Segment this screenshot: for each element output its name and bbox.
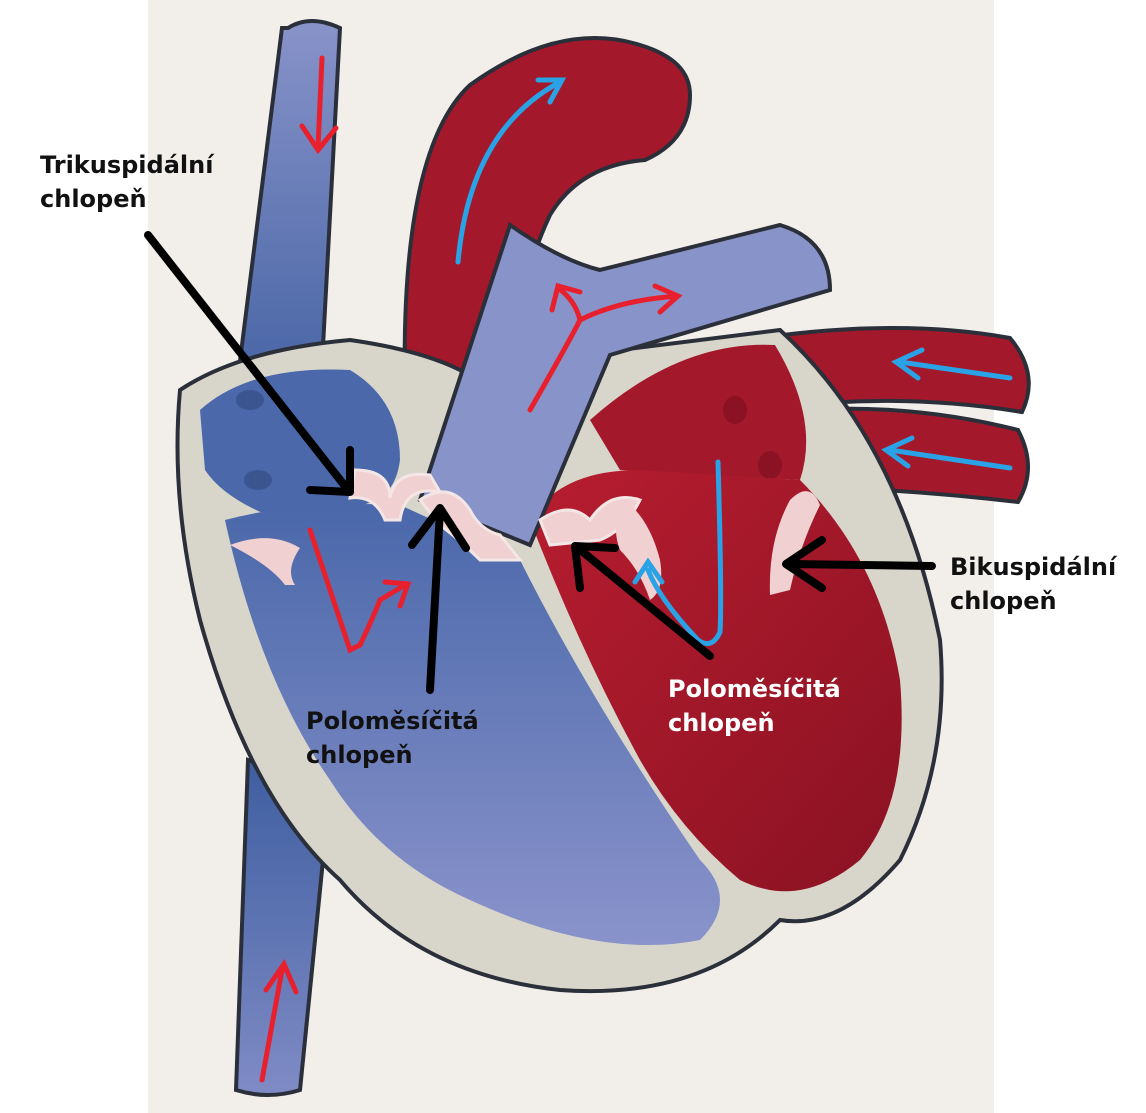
label-tricuspid-valve: Trikuspidální chlopeň bbox=[40, 148, 213, 216]
label-pulmonary-line1: Poloměsíčitá bbox=[306, 704, 479, 738]
label-bicuspid-line1: Bikuspidální bbox=[950, 550, 1116, 584]
left-atrium-shading-2 bbox=[758, 451, 782, 479]
label-tricuspid-line1: Trikuspidální bbox=[40, 148, 213, 182]
label-pulmonary-valve: Poloměsíčitá chlopeň bbox=[306, 704, 479, 772]
label-bicuspid-line2: chlopeň bbox=[950, 584, 1116, 618]
label-bicuspid-valve: Bikuspidální chlopeň bbox=[950, 550, 1116, 618]
label-aortic-valve: Poloměsíčitá chlopeň bbox=[668, 672, 841, 740]
label-aortic-line1: Poloměsíčitá bbox=[668, 672, 841, 706]
right-atrium-shading-2 bbox=[244, 470, 272, 490]
label-aortic-line2: chlopeň bbox=[668, 706, 841, 740]
left-atrium-shading bbox=[723, 396, 747, 424]
label-tricuspid-line2: chlopeň bbox=[40, 182, 213, 216]
label-pulmonary-line2: chlopeň bbox=[306, 738, 479, 772]
right-atrium-shading bbox=[236, 390, 264, 410]
